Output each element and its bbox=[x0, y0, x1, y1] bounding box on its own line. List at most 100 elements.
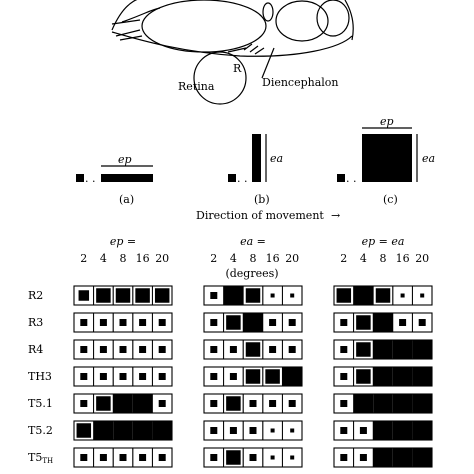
panel-header: ep = bbox=[110, 235, 136, 248]
grid-cell-mark bbox=[99, 454, 107, 461]
grid-cell-filled bbox=[412, 448, 432, 467]
grid-cell-filled bbox=[392, 421, 413, 440]
stimulus-a-ep-label: ep bbox=[118, 153, 132, 166]
grid-cell-mark bbox=[356, 315, 371, 330]
grid-cell-mark bbox=[270, 428, 275, 433]
grid-cell-filled bbox=[412, 367, 432, 386]
grid-cell-mark bbox=[359, 454, 367, 461]
grid-cell-mark bbox=[158, 319, 166, 326]
row-label: T5.1 bbox=[28, 397, 53, 410]
grid-cell-mark bbox=[288, 400, 296, 407]
pineal-structure bbox=[262, 2, 274, 22]
grid-cell-mark bbox=[210, 346, 218, 353]
grid-cell-mark bbox=[288, 319, 296, 326]
stimulus-a: . . ep (a) bbox=[76, 153, 153, 206]
column-label: 20 bbox=[155, 252, 169, 265]
stimulus-a-square bbox=[76, 174, 84, 182]
grid-cell bbox=[281, 393, 303, 414]
arrow-right-icon: → bbox=[331, 209, 340, 222]
grid-cell-mark bbox=[269, 400, 277, 407]
grid-cell bbox=[281, 420, 303, 441]
grid-cell-mark bbox=[99, 346, 107, 353]
grid-cell-mark bbox=[96, 396, 111, 411]
grid-cell-mark bbox=[340, 454, 348, 461]
grid-cell-mark bbox=[119, 346, 127, 353]
grid-cell-mark bbox=[340, 373, 348, 380]
stimulus-b-ea-label: ea bbox=[270, 152, 283, 165]
grid-cell-mark bbox=[336, 288, 352, 303]
grid-cell-mark bbox=[245, 369, 261, 384]
caption-c: (c) bbox=[383, 193, 398, 206]
caption-a: (a) bbox=[119, 193, 134, 206]
grid-cell-mark bbox=[158, 373, 166, 380]
grid-cell-mark bbox=[80, 346, 88, 353]
grid-cell-filled bbox=[373, 367, 393, 386]
grid-cell bbox=[151, 285, 173, 306]
grid-cell-filled bbox=[392, 340, 413, 359]
grid-cell-filled bbox=[412, 421, 432, 440]
grid-cell-mark bbox=[210, 292, 218, 299]
row-label: TH3 bbox=[28, 370, 52, 383]
grid-cell-mark bbox=[158, 346, 166, 353]
row-label: R3 bbox=[28, 316, 43, 329]
grid-cell-mark bbox=[210, 319, 218, 326]
grid-cell bbox=[151, 447, 173, 468]
column-label: 8 bbox=[380, 252, 387, 265]
grid-cell-mark bbox=[115, 288, 131, 303]
direction-of-movement: Direction of movement → bbox=[196, 209, 340, 222]
column-label: 4 bbox=[100, 252, 107, 265]
grid-cell bbox=[411, 285, 433, 306]
column-label: 16 bbox=[266, 252, 280, 265]
grid-cell-mark bbox=[399, 319, 407, 326]
grid-cell-mark bbox=[340, 427, 348, 434]
grid-cell-filled bbox=[373, 421, 393, 440]
stimulus-c-square bbox=[337, 174, 345, 182]
stimulus-c-ea-label: ea bbox=[422, 152, 435, 165]
grid-cell-mark bbox=[265, 369, 280, 384]
grid-cell-mark bbox=[80, 400, 88, 407]
grid-cell-mark bbox=[80, 319, 88, 326]
grid-cell-mark bbox=[139, 319, 147, 326]
grid-cell-mark bbox=[226, 450, 241, 465]
grid-cell-mark bbox=[249, 400, 257, 407]
grid-cell-mark bbox=[210, 454, 218, 461]
grid-cell-mark bbox=[210, 400, 218, 407]
grid-cell-mark bbox=[400, 293, 405, 298]
grid-cell-mark bbox=[99, 319, 107, 326]
grid-cell-mark bbox=[229, 346, 237, 353]
grid-cell-mark bbox=[210, 373, 218, 380]
grid-cell-mark bbox=[154, 288, 170, 303]
grid-cell-filled bbox=[152, 421, 172, 440]
grid-cell-mark bbox=[158, 454, 166, 461]
label-diencephalon: Diencephalon bbox=[262, 76, 339, 89]
grid-cell-filled bbox=[223, 286, 244, 305]
grid-cell-mark bbox=[80, 373, 88, 380]
grid-cell-mark bbox=[290, 455, 295, 460]
hemisphere bbox=[141, 0, 267, 53]
grid-cell-filled bbox=[282, 367, 302, 386]
panel-header: ea = bbox=[240, 235, 266, 248]
grid-cell-mark bbox=[270, 455, 275, 460]
tectum-lobe bbox=[275, 0, 329, 42]
row-label: R4 bbox=[28, 343, 43, 356]
grid-cell-mark bbox=[99, 373, 107, 380]
grid-cell-mark bbox=[375, 288, 391, 303]
grid-cell-filled bbox=[353, 286, 374, 305]
stimulus-a-dots: . . bbox=[85, 172, 96, 185]
grid-cell-filled bbox=[392, 367, 413, 386]
grid-cell-filled bbox=[373, 448, 393, 467]
ventral-strands bbox=[243, 43, 265, 55]
grid-cell bbox=[411, 312, 433, 333]
grid-cell-mark bbox=[420, 293, 425, 298]
grid-cell-mark bbox=[288, 346, 296, 353]
grid-cell-mark bbox=[290, 428, 295, 433]
label-retina: Retina bbox=[178, 80, 215, 93]
stimulus-c: . . ep ea (c) bbox=[337, 115, 435, 206]
grid-cell-filled bbox=[373, 394, 393, 413]
grid-cell-mark bbox=[119, 373, 127, 380]
grid-cell-filled bbox=[412, 340, 432, 359]
grid-cell-mark bbox=[356, 369, 371, 384]
grid-cell-mark bbox=[135, 288, 150, 303]
stimulus-c-ep-label: ep bbox=[380, 115, 394, 128]
